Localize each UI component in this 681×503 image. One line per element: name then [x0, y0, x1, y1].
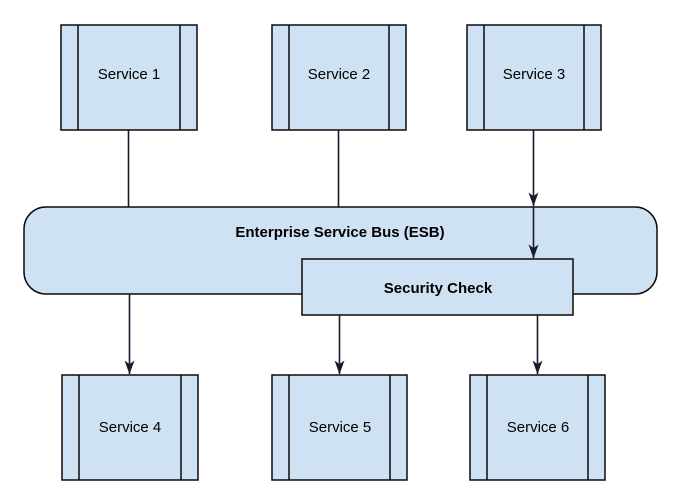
connector-layer-bottom	[124, 294, 543, 375]
service-6-shape	[469, 374, 606, 481]
service-5-shape	[271, 374, 408, 481]
service-6-label: Service 6	[507, 419, 570, 436]
service-2-node[interactable]: Service 2	[271, 24, 407, 131]
service-1-label: Service 1	[98, 66, 161, 83]
bus-label: Enterprise Service Bus (ESB)	[235, 224, 444, 241]
service-4-node[interactable]: Service 4	[61, 374, 199, 481]
service-1-shape	[60, 24, 198, 131]
service-5-label: Service 5	[309, 419, 372, 436]
service-3-node[interactable]: Service 3	[466, 24, 602, 131]
service-4-label: Service 4	[99, 419, 162, 436]
connector-layer	[127, 130, 539, 207]
service-1-node[interactable]: Service 1	[60, 24, 198, 131]
service-3-label: Service 3	[503, 66, 566, 83]
service-2-label: Service 2	[308, 66, 371, 83]
service-5-node[interactable]: Service 5	[271, 374, 408, 481]
security-check-label: Security Check	[384, 280, 493, 297]
service-6-node[interactable]: Service 6	[469, 374, 606, 481]
service-2-shape	[271, 24, 407, 131]
security-check-node[interactable]: Security Check	[301, 258, 574, 316]
security-check-shape	[301, 258, 574, 316]
service-3-shape	[466, 24, 602, 131]
service-4-shape	[61, 374, 199, 481]
